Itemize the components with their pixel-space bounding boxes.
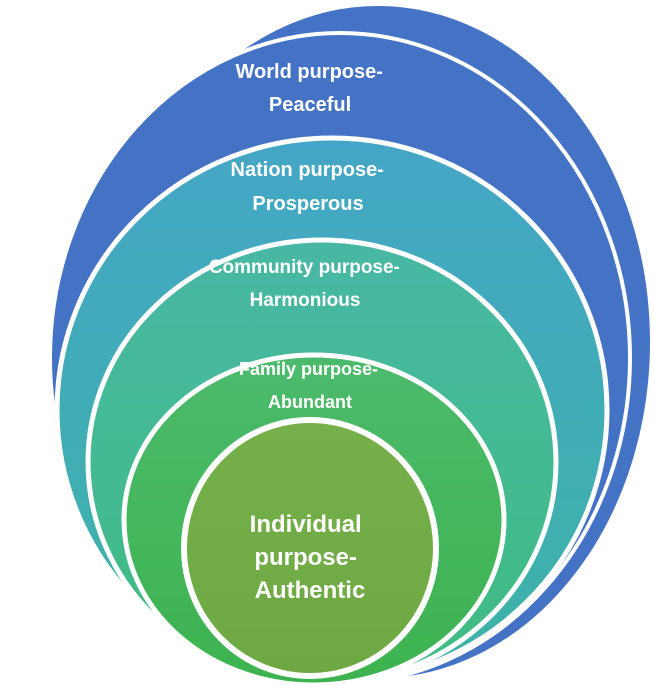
individual-label-line2: purpose- — [254, 544, 357, 571]
individual-label: Individual purpose- Authentic — [250, 511, 369, 604]
individual-label-line3: Authentic — [255, 577, 366, 604]
nation-label: Nation purpose- Prosperous — [231, 159, 390, 215]
community-label: Community purpose- Harmonious — [209, 257, 405, 311]
community-label-line1: Community purpose- — [209, 257, 400, 278]
family-label: Family purpose- Abundant — [239, 359, 383, 412]
individual-label-line1: Individual — [250, 511, 362, 538]
family-label-line2: Abundant — [268, 392, 352, 412]
world-label: World purpose- Peaceful — [236, 61, 389, 116]
world-label-line1: World purpose- — [236, 61, 383, 83]
nation-label-line1: Nation purpose- — [231, 159, 384, 181]
world-label-line2: Peaceful — [269, 94, 351, 116]
community-label-line2: Harmonious — [250, 290, 361, 311]
layer-individual — [181, 417, 439, 679]
family-label-line1: Family purpose- — [239, 359, 378, 379]
nation-label-line2: Prosperous — [252, 193, 363, 215]
